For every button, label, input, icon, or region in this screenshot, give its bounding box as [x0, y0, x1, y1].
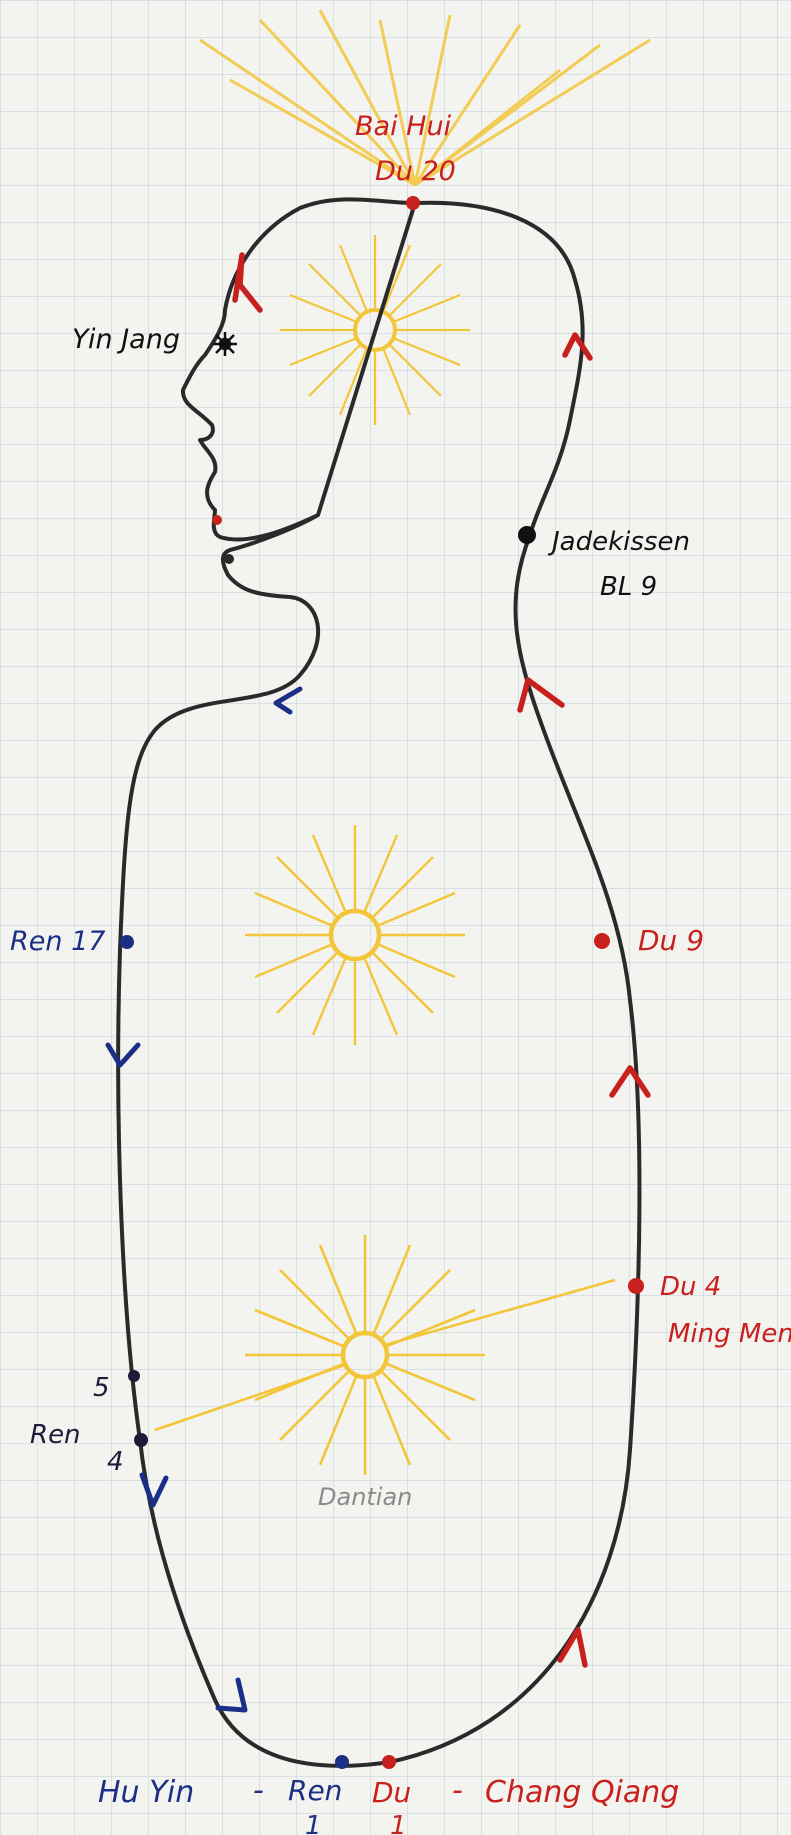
label-dash-1: - — [253, 1773, 264, 1808]
label-du-9: Du 9 — [638, 924, 704, 957]
label-bl-9: BL 9 — [600, 572, 657, 602]
label-ming-men: Ming Men — [668, 1319, 791, 1349]
label-ren-17: Ren 17 — [10, 926, 105, 957]
point-ren-17 — [120, 935, 134, 949]
label-du-1: Du — [372, 1776, 411, 1809]
point-ren-4 — [134, 1433, 148, 1447]
label-du-20: Du 20 — [375, 156, 456, 187]
label-ren: Ren — [30, 1420, 81, 1450]
point-lip — [212, 515, 222, 525]
point-chin — [224, 554, 234, 564]
label-yin-jang: Yin Jang — [72, 324, 180, 355]
point-du-9 — [594, 933, 610, 949]
label-chang-qiang: Chang Qiang — [485, 1775, 679, 1810]
label-ren-1: Ren — [288, 1774, 342, 1807]
label-ren-4-num: 4 — [107, 1447, 124, 1477]
point-du-1 — [382, 1755, 396, 1769]
point-bl-9 — [518, 526, 536, 544]
label-dantian: Dantian — [318, 1483, 412, 1511]
point-ren-1 — [335, 1755, 349, 1769]
point-du-20 — [406, 196, 420, 210]
point-du-4 — [628, 1278, 644, 1294]
label-hu-yin: Hu Yin — [98, 1775, 194, 1810]
label-jadekissen: Jadekissen — [547, 527, 690, 557]
point-yin-tang — [213, 332, 237, 356]
label-dash-2: - — [452, 1773, 463, 1808]
label-ren-5-num: 5 — [93, 1373, 110, 1403]
label-ren-1-num: 1 — [305, 1811, 322, 1835]
label-du-1-num: 1 — [390, 1811, 407, 1835]
point-ren-5 — [128, 1370, 140, 1382]
label-bai-hui: Bai Hui — [355, 111, 452, 142]
label-du-4: Du 4 — [660, 1272, 721, 1302]
